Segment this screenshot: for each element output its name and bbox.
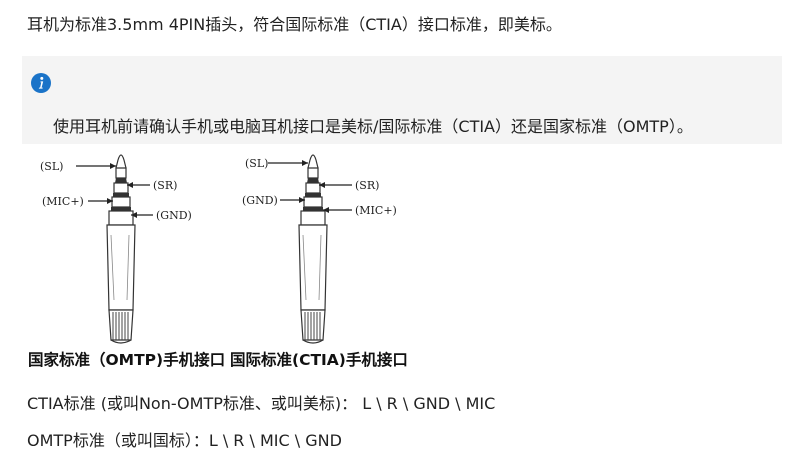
info-icon — [31, 73, 51, 93]
omtp-label-mic: (MIC+) — [42, 195, 84, 208]
notice-text: 使用耳机前请确认手机或电脑耳机接口是美标/国际标准（CTIA）还是国家标准（OM… — [53, 117, 693, 136]
ctia-label-gnd: (GND) — [242, 194, 278, 207]
ctia-pin-labels: (SL) (SR) (GND) (MIC+) — [242, 157, 397, 217]
omtp-label-gnd: (GND) — [156, 209, 192, 222]
ctia-label-sl: (SL) — [245, 157, 268, 170]
ctia-label-mic: (MIC+) — [355, 204, 397, 217]
notice-box: 使用耳机前请确认手机或电脑耳机接口是美标/国际标准（CTIA）还是国家标准（OM… — [22, 56, 782, 144]
omtp-plug — [106, 154, 136, 344]
headphone-plug-diagram: (SL) (SR) (MIC+) (GND) (SL) (SR) — [40, 154, 397, 344]
omtp-caption: 国家标准（OMTP)手机接口 — [28, 351, 226, 369]
omtp-label-sl: (SL) — [40, 160, 63, 173]
intro-text: 耳机为标准3.5mm 4PIN插头，符合国际标准（CTIA）接口标准，即美标。 — [27, 15, 562, 34]
ctia-standard-line: CTIA标准 (或叫Non-OMTP标准、或叫美标)： L \ R \ GND … — [27, 394, 496, 413]
omtp-pin-labels: (SL) (SR) (MIC+) (GND) — [40, 160, 192, 222]
ctia-label-sr: (SR) — [355, 179, 379, 192]
ctia-caption: 国际标准(CTIA)手机接口 — [230, 351, 408, 369]
ctia-plug — [298, 154, 328, 344]
omtp-standard-line: OMTP标准（或叫国标）：L \ R \ MIC \ GND — [27, 431, 342, 450]
omtp-label-sr: (SR) — [153, 179, 177, 192]
